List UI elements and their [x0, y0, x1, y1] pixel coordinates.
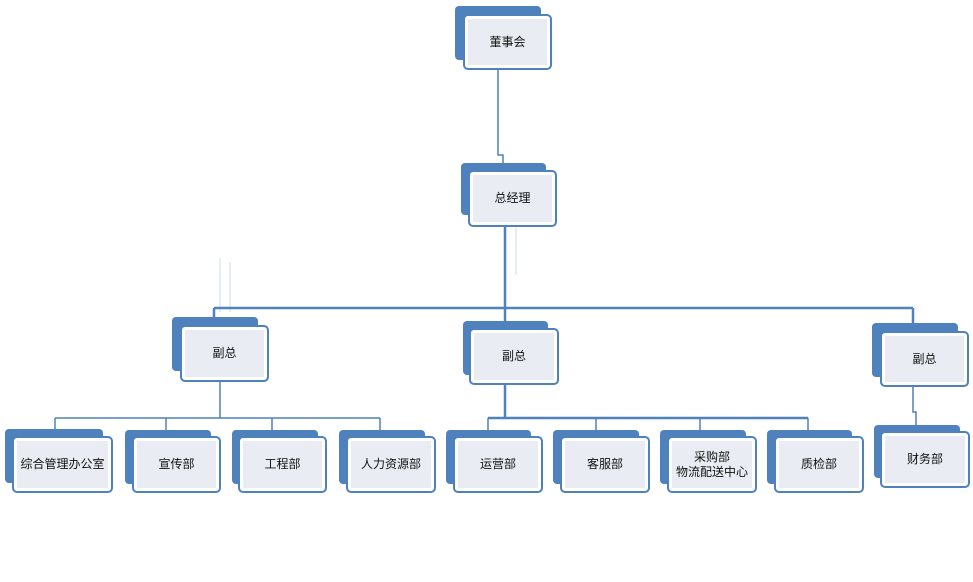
node-label: 董事会 — [489, 34, 526, 49]
node-label: 副总 — [501, 349, 526, 363]
node-box: 采购部 物流配送中心 — [667, 436, 757, 493]
node-label: 总经理 — [494, 191, 531, 205]
node-label: 人力资源部 — [360, 457, 421, 471]
node-box: 综合管理办公室 — [12, 436, 113, 493]
node-label-line: 采购部 — [693, 449, 730, 464]
node-label-line: 物流配送中心 — [675, 464, 748, 479]
node-box: 运营部 — [453, 436, 543, 493]
node-label: 财务部 — [906, 452, 943, 466]
node-label: 工程部 — [264, 457, 301, 471]
node-label: 综合管理办公室 — [20, 457, 105, 471]
node-box: 董事会 — [463, 14, 552, 70]
node-label: 副总 — [912, 351, 937, 366]
node-box: 总经理 — [468, 170, 557, 227]
node-box: 副总 — [469, 328, 559, 385]
node-box: 人力资源部 — [346, 436, 436, 493]
node-label: 副总 — [212, 346, 237, 360]
node-label: 客服部 — [586, 457, 623, 471]
connector-right-vp-finance — [912, 385, 917, 426]
node-box: 宣传部 — [132, 436, 221, 493]
node-label: 采购部 物流配送中心 — [676, 450, 748, 480]
node-box: 副总 — [180, 325, 269, 382]
node-label: 宣传部 — [158, 457, 195, 471]
node-box: 工程部 — [238, 436, 327, 493]
node-box: 质检部 — [774, 436, 864, 493]
connector-board-gm — [497, 68, 504, 165]
node-label: 运营部 — [479, 457, 516, 471]
node-box: 财务部 — [880, 431, 970, 488]
node-label: 质检部 — [800, 457, 837, 471]
node-box: 客服部 — [560, 436, 650, 493]
node-box: 副总 — [880, 331, 969, 387]
